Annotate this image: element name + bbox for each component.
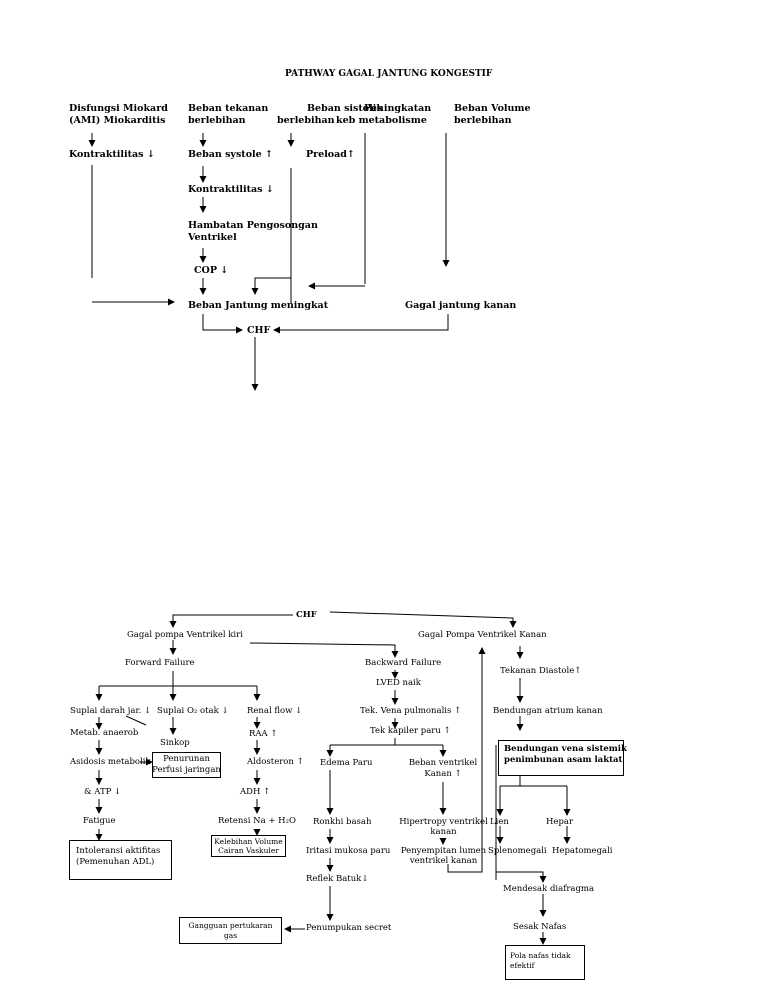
node-mendesak-diafragma: Mendesak diafragma (503, 884, 595, 894)
node-penyempitan-ventrikel: ventrikel kanan (409, 856, 478, 866)
node-gagal-pompa-kanan: Gagal Pompa Ventrikel Kanan (418, 630, 547, 640)
node-beban-ventrikel-kanan: Kanan ↑ (424, 769, 462, 779)
node-beban-jantung-meningkat: Beban Jantung meningkat (188, 300, 329, 311)
node-hambatan-ventrikel: Ventrikel (188, 232, 237, 243)
cause-disfungsi-miokard: Disfungsi Miokard (69, 103, 168, 114)
node-sinkop: Sinkop (160, 738, 190, 748)
cause-beban-tekanan-berlebihan: berlebihan (188, 115, 246, 126)
cause-ami-miokarditis: (AMI) Miokarditis (69, 115, 166, 126)
box-bendungan-vena (498, 740, 624, 776)
node-edema-paru: Edema Paru (320, 758, 373, 768)
node-penimbunan-asam-laktat: penimbunan asam laktat (504, 755, 623, 765)
node-beban-systole: Beban systole ↑ (188, 149, 273, 160)
node-sesak-nafas: Sesak Nafas (513, 922, 567, 932)
node-hipertropy-kanan: kanan (430, 827, 457, 837)
node-ronkhi-basah: Ronkhi basah (313, 817, 372, 827)
cause-beban-sistolik: Beban sistolik (307, 103, 383, 114)
box-gangguan-pertukaran-gas (179, 917, 282, 944)
node-penumpukan-secret: Penumpukan secret (306, 923, 392, 933)
node-cairan-vaskuler: Cairan Vaskuler (218, 846, 279, 855)
cause-peningkatan: Peningkatan (364, 103, 432, 114)
node-pola-nafas: Pola nafas tidak (510, 951, 571, 960)
node-gagal-jantung-kanan: Gagal jantung kanan (405, 300, 517, 311)
node-backward-failure: Backward Failure (365, 658, 442, 668)
node-penurunan: Penurunan (163, 754, 210, 764)
node-lved-naik: LVED naik (376, 678, 421, 688)
cause-beban-volume: Beban Volume (454, 103, 531, 114)
node-pemenuhan-adl: (Pemenuhan ADL) (76, 857, 155, 867)
node-hipertropy-ventrikel: Hipertropy ventrikel (399, 817, 488, 827)
node-asidosis-metabolik: Asidosis metabolik (70, 757, 151, 767)
node-retensi: Retensi Na + H₂O (218, 816, 296, 826)
cause-keb-metabolisme: keb metabolisme (336, 115, 427, 126)
node-hambatan-pengosongan: Hambatan Pengosongan (188, 220, 318, 231)
node-preload: Preload↑ (306, 149, 355, 160)
node-reflek-batuk: Reflek Batuk↓ (306, 874, 369, 884)
node-adh: ADH ↑ (240, 787, 271, 797)
node-perfusi-jaringan: Perfusi jaringan (152, 765, 221, 775)
node-penyempitan-lumen: Penyempitan lumen (400, 846, 487, 856)
node-tekanan-diastole: Tekanan Diastole↑ (500, 666, 582, 676)
node-lien: Lien (490, 817, 509, 827)
node-gangguan-gas: gas (223, 931, 238, 940)
node-intoleransi-aktifitas: Intoleransi aktifitas (76, 846, 161, 856)
node-suplai-o2-otak: Suplai O₂ otak ↓ (157, 706, 229, 716)
cause-beban-tekanan: Beban tekanan (188, 103, 269, 114)
node-pola-nafas-efektif: efektif (510, 961, 535, 970)
node-bendungan-atrium: Bendungan atrium kanan (493, 706, 603, 716)
node-gagal-pompa-kiri: Gagal pompa Ventrikel kiri (127, 630, 243, 640)
node-splenomegali: Splenomegali (488, 846, 547, 856)
cause-beban-sistolik-berlebihan: berlebihan (277, 115, 335, 126)
page-title: PATHWAY GAGAL JANTUNG KONGESTIF (285, 69, 493, 79)
node-tek-vena-pulmonalis: Tek. Vena pulmonalis ↑ (360, 706, 462, 716)
node-iritasi-mukosa: Iritasi mukosa paru (306, 846, 391, 856)
node-renal-flow: Renal flow ↓ (247, 706, 303, 716)
node-hepatomegali: Hepatomegali (552, 846, 613, 856)
box-penurunan-perfusi (152, 752, 221, 778)
node-forward-failure: Forward Failure (125, 658, 195, 668)
node-tek-kapiler-paru: Tek kapiler paru ↑ (370, 726, 451, 736)
node-atp: & ATP ↓ (84, 787, 122, 797)
node-metab-anaerob: Metab. anaerob (70, 728, 139, 738)
node-kontraktilitas-2: Kontraktilitas ↓ (188, 184, 274, 195)
cause-beban-volume-berlebihan: berlebihan (454, 115, 512, 126)
node-beban-ventrikel: Beban ventrikel (408, 758, 478, 768)
box-pola-nafas (505, 945, 585, 980)
box-intoleransi-aktifitas (69, 840, 172, 880)
node-chf-bottom: CHF (296, 610, 317, 620)
node-suplai-darah: Suplai darah jar. ↓ (70, 706, 152, 716)
box-kelebihan-volume (211, 835, 286, 857)
node-hepar: Hepar (546, 817, 574, 827)
node-fatigue: Fatigue (83, 816, 116, 826)
node-chf-top: CHF (247, 325, 271, 336)
node-bendungan-vena-sistemik: Bendungan vena sistemik (504, 744, 627, 754)
node-cop: COP ↓ (194, 265, 229, 276)
node-aldosteron: Aldosteron ↑ (247, 757, 304, 767)
node-gangguan-pertukaran: Gangguan pertukaran (188, 921, 273, 930)
node-kelebihan-volume: Kelebihan Volume (214, 837, 283, 846)
node-kontraktilitas-1: Kontraktilitas ↓ (69, 149, 155, 160)
node-raa: RAA ↑ (249, 729, 278, 739)
